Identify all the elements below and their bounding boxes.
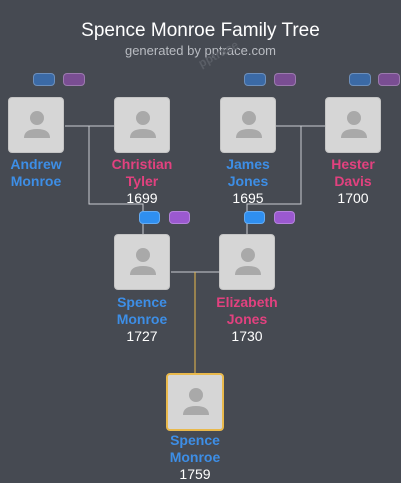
person-card-spence-monroe-1759[interactable] xyxy=(166,373,224,431)
person-card-hester-davis[interactable] xyxy=(325,97,381,153)
person-last-name: Jones xyxy=(226,311,268,327)
person-last-name: Monroe xyxy=(10,173,62,189)
person-first-name: Elizabeth xyxy=(216,294,278,310)
person-card-james-jones[interactable] xyxy=(220,97,276,153)
person-first-name: Spence xyxy=(117,294,167,310)
person-silhouette-icon xyxy=(130,111,156,138)
person-birth-year: 1759 xyxy=(179,466,211,482)
person-last-name: Tyler xyxy=(125,173,159,189)
expand-mother-button[interactable] xyxy=(63,73,85,86)
person-card-christian-tyler[interactable] xyxy=(114,97,170,153)
page-subtitle: generated by pptrace.com xyxy=(124,43,277,58)
person-first-name: Spence xyxy=(170,432,220,448)
person-label-hester-davis: Hester Davis 1700 xyxy=(298,156,401,207)
person-silhouette-icon xyxy=(24,111,50,138)
expand-father-button[interactable] xyxy=(139,211,160,224)
person-last-name: Jones xyxy=(227,173,269,189)
person-birth-year: 1727 xyxy=(126,328,158,344)
expand-father-button[interactable] xyxy=(244,211,265,224)
person-birth-year: 1699 xyxy=(126,190,158,206)
person-silhouette-icon xyxy=(130,248,156,275)
person-label-james-jones: James Jones 1695 xyxy=(193,156,303,207)
expand-mother-button[interactable] xyxy=(274,211,295,224)
expand-father-button[interactable] xyxy=(244,73,266,86)
person-label-spence-monroe-1759: Spence Monroe 1759 xyxy=(140,432,250,483)
person-birth-year: 1695 xyxy=(232,190,264,206)
person-card-andrew-monroe[interactable] xyxy=(8,97,64,153)
person-first-name: James xyxy=(226,156,270,172)
person-last-name: Davis xyxy=(334,173,372,189)
expand-mother-button[interactable] xyxy=(378,73,400,86)
person-last-name: Monroe xyxy=(116,311,168,327)
person-first-name: Christian xyxy=(111,156,173,172)
person-birth-year: 1700 xyxy=(337,190,369,206)
expand-father-button[interactable] xyxy=(33,73,55,86)
person-silhouette-icon xyxy=(235,248,261,275)
person-label-elizabeth-jones: Elizabeth Jones 1730 xyxy=(192,294,302,345)
person-first-name: Hester xyxy=(331,156,375,172)
person-silhouette-icon xyxy=(236,111,262,138)
person-label-spence-monroe-1727: Spence Monroe 1727 xyxy=(87,294,197,345)
person-silhouette-icon xyxy=(341,111,367,138)
person-silhouette-icon xyxy=(183,388,209,415)
person-card-elizabeth-jones[interactable] xyxy=(219,234,275,290)
person-first-name: Andrew xyxy=(10,156,62,172)
expand-mother-button[interactable] xyxy=(169,211,190,224)
person-label-andrew-monroe: Andrew Monroe xyxy=(0,156,91,190)
person-label-christian-tyler: Christian Tyler 1699 xyxy=(87,156,197,207)
person-last-name: Monroe xyxy=(169,449,221,465)
person-card-spence-monroe-1727[interactable] xyxy=(114,234,170,290)
page-title: Spence Monroe Family Tree xyxy=(81,20,320,41)
expand-mother-button[interactable] xyxy=(274,73,296,86)
expand-father-button[interactable] xyxy=(349,73,371,86)
person-birth-year: 1730 xyxy=(231,328,263,344)
